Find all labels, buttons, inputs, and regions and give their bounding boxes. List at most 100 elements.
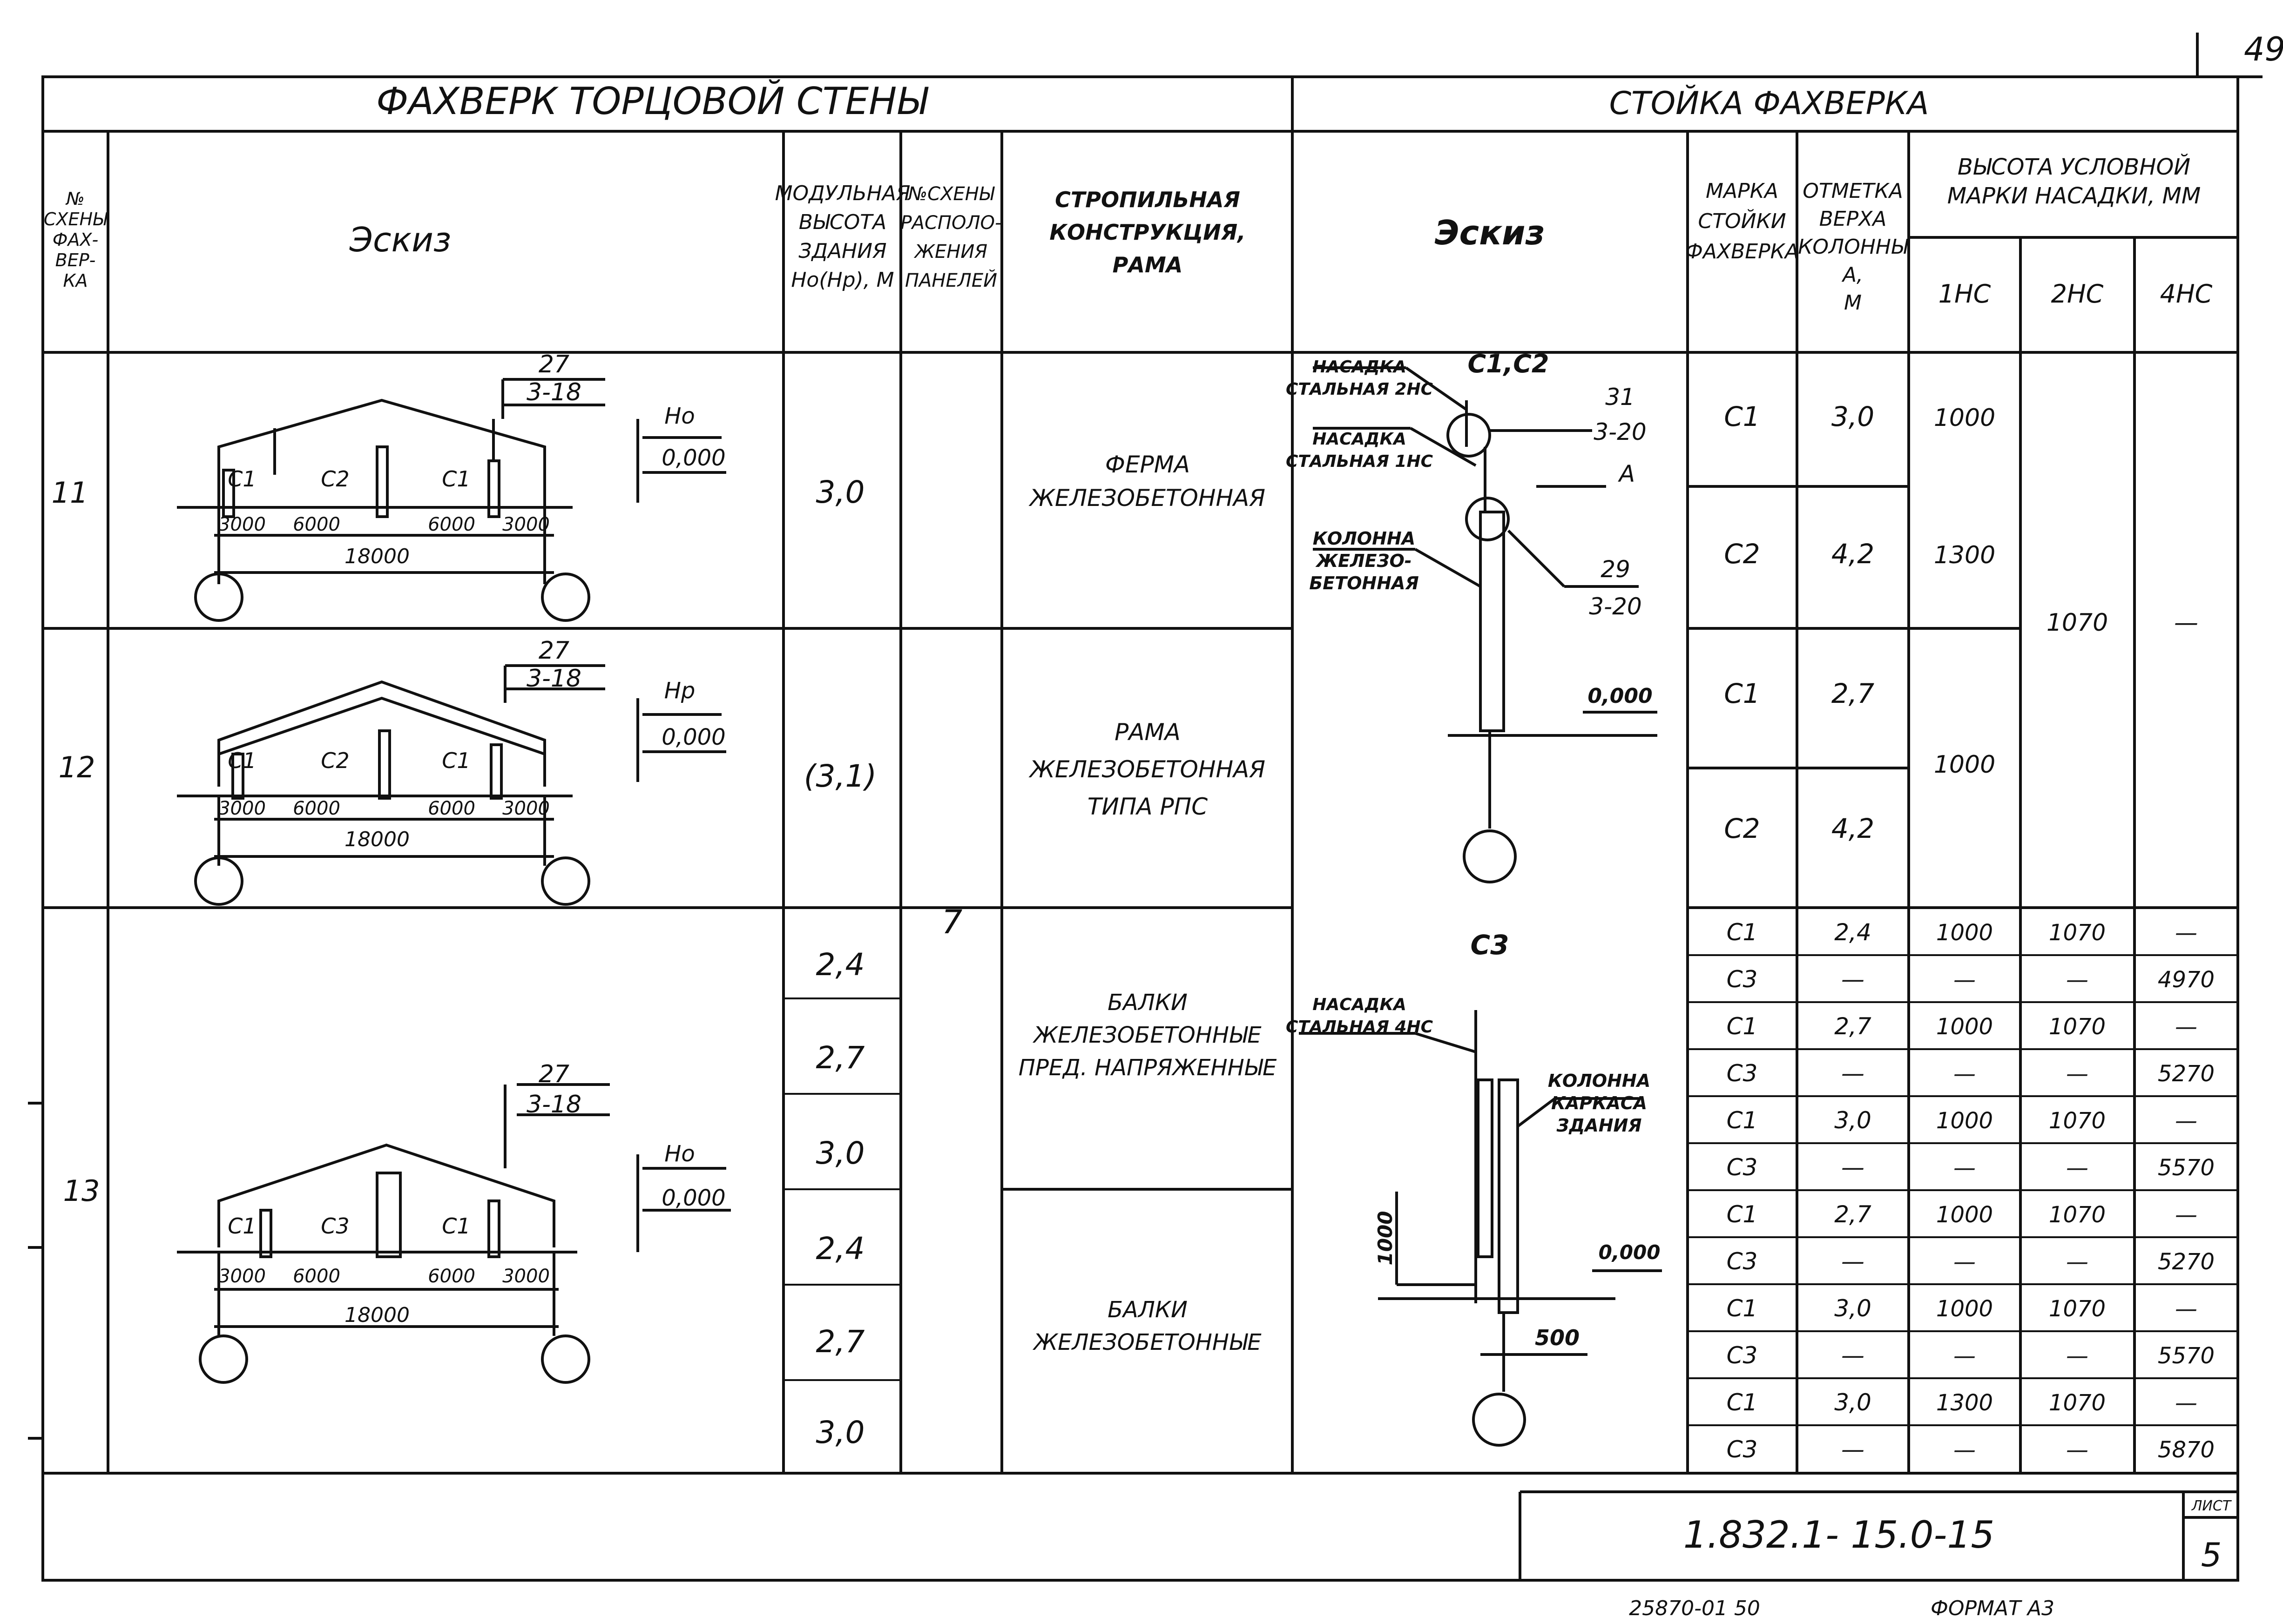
- header-scheme-no: №: [65, 189, 85, 209]
- post-level-1: 2,4: [1834, 919, 1871, 946]
- post-ns2-10: —: [2066, 1343, 2088, 1369]
- post-sketch-c3: [1299, 1010, 1662, 1447]
- post-level-12: —: [1841, 1436, 1864, 1463]
- height-13-4: 2,4: [816, 1231, 865, 1267]
- rafter-12: ТИПА РПС: [1087, 793, 1208, 820]
- scheme-11-dim-2: 6000: [293, 514, 340, 535]
- post-ns1-5: 1000: [1936, 1108, 1993, 1134]
- scheme-12-c1b: С1: [442, 748, 470, 773]
- scheme-11-dim-3: 6000: [428, 514, 475, 535]
- post-top-title: С1,С2: [1468, 349, 1549, 378]
- footer-inventory: 25870-01 50: [1629, 1597, 1760, 1620]
- sketch-scheme-13: [177, 1083, 731, 1384]
- post-dim-horizontal: 500: [1535, 1325, 1580, 1350]
- header-top-level: ОТМЕТКА: [1803, 179, 1903, 203]
- header-post-mark: ФАХВЕРКА: [1685, 240, 1799, 263]
- post-ns2-11: 1070: [2049, 1390, 2106, 1416]
- rafter-13a: БАЛКИ: [1108, 990, 1188, 1016]
- post-ns2-12: —: [2066, 1437, 2088, 1463]
- scheme-11-level-label: Но: [664, 403, 695, 429]
- post-ns2-7: 1070: [2049, 1202, 2106, 1228]
- post-level-top-3: 2,7: [1831, 678, 1874, 709]
- post-ns1-6: —: [1953, 1155, 1976, 1181]
- footer-format: ФОРМАТ А3: [1931, 1597, 2054, 1620]
- scheme-11-ref-sheet: 3-18: [527, 378, 581, 406]
- height-13-1: 2,4: [816, 947, 865, 983]
- post-ns1-10: —: [1953, 1343, 1976, 1369]
- header-post-sketch: Эскиз: [1435, 213, 1545, 252]
- scheme-12-level-label: Нр: [664, 678, 696, 704]
- header-scheme-no: СХЕНЫ: [44, 209, 108, 229]
- height-11: 3,0: [816, 474, 865, 510]
- post-level-4: —: [1841, 1060, 1864, 1087]
- post-ref1-num: 31: [1605, 384, 1635, 411]
- post-ns4-8: 5270: [2158, 1249, 2215, 1275]
- scheme-13-ref-num: 27: [539, 1060, 569, 1088]
- scheme-13-dim-3: 6000: [428, 1266, 475, 1287]
- post-level-top-4: 4,2: [1831, 813, 1874, 844]
- post-mark-top-2: С2: [1724, 538, 1760, 570]
- scheme-12-dim-3: 6000: [428, 798, 475, 819]
- header-scheme-no: КА: [63, 270, 88, 291]
- post-level-3: 2,7: [1834, 1013, 1871, 1040]
- post-ns4-1: —: [2175, 920, 2197, 946]
- post-ns1-1: 1000: [1936, 920, 1993, 946]
- post-ns1-b: 1300: [1934, 541, 1995, 569]
- post-dim-vertical: 1000: [1374, 1211, 1397, 1266]
- post-level-a: А: [1618, 460, 1635, 487]
- post-ref2-num: 29: [1601, 556, 1630, 583]
- stamp-code: 1.832.1- 15.0-15: [1683, 1513, 1994, 1557]
- post-sketch-c1-c2: [1313, 366, 1657, 883]
- post-mark-6: С3: [1727, 1154, 1758, 1181]
- scheme-13-c2: С3: [321, 1213, 349, 1239]
- post-ns4-3: —: [2175, 1014, 2197, 1040]
- scheme-12-dim-1: 3000: [218, 798, 266, 819]
- stamp-sheet-label: ЛИСТ: [2191, 1498, 2232, 1514]
- post-ns1-12: —: [1953, 1437, 1976, 1463]
- post-ns4-6: 5570: [2158, 1155, 2215, 1181]
- post-ns1-11: 1300: [1936, 1390, 1993, 1416]
- post-mark-top-1: С1: [1724, 401, 1760, 432]
- header-modular-height: ВЫСОТА: [799, 210, 887, 234]
- post-level-9: 3,0: [1834, 1295, 1871, 1322]
- post-nozzle2: СТАЛЬНАЯ 2НС: [1286, 380, 1433, 399]
- header-sketch: Эскиз: [349, 220, 451, 259]
- scheme-13-dim-4: 3000: [502, 1266, 550, 1287]
- scheme-11-c1: С1: [228, 466, 256, 492]
- header-modular-height: Но(Нр), М: [791, 268, 894, 292]
- post-ns4-4: 5270: [2158, 1061, 2215, 1087]
- scheme-13-span: 18000: [344, 1303, 410, 1327]
- post-ns1-3: 1000: [1936, 1014, 1993, 1040]
- scheme-no-12: 12: [59, 750, 95, 784]
- height-13-6: 3,0: [816, 1415, 865, 1450]
- post-ns1-4: —: [1953, 1061, 1976, 1087]
- post-ns4-12: 5870: [2158, 1437, 2215, 1463]
- post-nozzle1: НАСАДКА: [1312, 430, 1406, 449]
- sheet-number: 49: [2244, 30, 2283, 68]
- scheme-12-ref-num: 27: [539, 637, 569, 665]
- left-title: ФАХВЕРК ТОРЦОВОЙ СТЕНЫ: [376, 79, 929, 123]
- post-bottom-zero: 0,000: [1599, 1241, 1661, 1264]
- scheme-11-c2: С2: [321, 466, 349, 492]
- sketch-scheme-12: [177, 664, 726, 906]
- post-level-6: —: [1841, 1154, 1864, 1181]
- header-modular-height: ЗДАНИЯ: [798, 239, 886, 263]
- scheme-11-c1b: С1: [442, 466, 470, 492]
- scheme-13-c1b: С1: [442, 1213, 470, 1239]
- table-grid: [28, 33, 2263, 1582]
- header-scheme-no: ВЕР-: [55, 250, 96, 270]
- post-ns4-2: 4970: [2158, 967, 2215, 993]
- header-4ns: 4НС: [2160, 279, 2213, 309]
- post-frame-column: ЗДАНИЯ: [1556, 1115, 1641, 1136]
- post-ns4-7: —: [2175, 1202, 2197, 1228]
- scheme-12-c2: С2: [321, 748, 349, 773]
- post-ns2-9: 1070: [2049, 1296, 2106, 1322]
- scheme-13-ref-sheet: 3-18: [527, 1091, 581, 1119]
- post-mark-8: С3: [1727, 1248, 1758, 1275]
- post-level-7: 2,7: [1834, 1201, 1871, 1228]
- post-mark-7: С1: [1727, 1201, 1758, 1228]
- scheme-no-13: 13: [63, 1174, 100, 1208]
- post-ns2-3: 1070: [2049, 1014, 2106, 1040]
- post-ns2-4: —: [2066, 1061, 2088, 1087]
